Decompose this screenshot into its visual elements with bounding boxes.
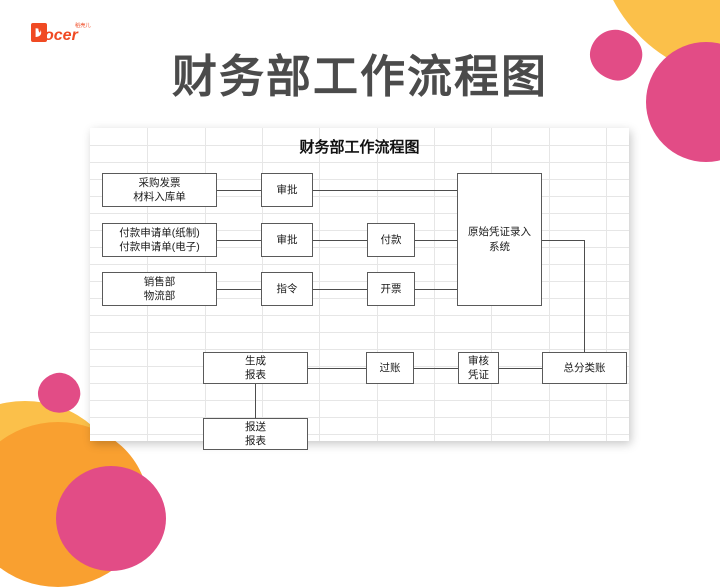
flow-connector — [415, 289, 457, 290]
grid-column-line — [606, 128, 607, 441]
flow-connector — [313, 240, 367, 241]
grid-row-line — [90, 366, 629, 367]
flow-connector — [542, 240, 584, 241]
flow-node[interactable]: 采购发票 材料入库单 — [102, 173, 217, 207]
grid-row-line — [90, 230, 629, 231]
logo-mark-icon — [31, 23, 47, 42]
grid-row-line — [90, 417, 629, 418]
grid-row-line — [90, 400, 629, 401]
flowchart-diagram: 采购发票 材料入库单审批付款申请单(纸制) 付款申请单(电子)审批付款销售部 物… — [90, 128, 629, 450]
grid-row-line — [90, 162, 629, 163]
grid-row-line — [90, 332, 629, 333]
flow-node[interactable]: 指令 — [261, 272, 313, 306]
flow-node[interactable]: 审批 — [261, 223, 313, 257]
grid-row-line — [90, 434, 629, 435]
flow-node[interactable]: 开票 — [367, 272, 415, 306]
grid-row-line — [90, 179, 629, 180]
decor-pink-blob-bottom-left — [32, 367, 86, 419]
flow-connector — [499, 368, 542, 369]
logo-wordmark: ocer — [44, 27, 79, 44]
grid-row-line — [90, 315, 629, 316]
grid-row-line — [90, 383, 629, 384]
grid-column-line — [434, 128, 435, 441]
flow-node[interactable]: 报送 报表 — [203, 418, 308, 450]
flow-connector — [308, 368, 366, 369]
flowchart-sheet-panel: 财务部工作流程图 采购发票 材料入库单审批付款申请单(纸制) 付款申请单(电子)… — [90, 128, 629, 450]
docer-logo: ocer 稻壳儿 — [31, 20, 103, 46]
flow-node[interactable]: 生成 报表 — [203, 352, 308, 384]
grid-row-line — [90, 213, 629, 214]
flow-node[interactable]: 付款 — [367, 223, 415, 257]
flow-connector — [414, 368, 458, 369]
sheet-title: 财务部工作流程图 — [299, 139, 420, 156]
page-title: 财务部工作流程图 — [171, 51, 548, 102]
flow-connector — [217, 289, 261, 290]
grid-column-line — [319, 128, 320, 441]
flow-connector — [415, 240, 457, 241]
grid-row-line — [90, 247, 629, 248]
flow-connector — [217, 240, 261, 241]
decor-pink-circle-bottom-left — [56, 466, 166, 571]
flow-node[interactable]: 审核 凭证 — [458, 352, 499, 384]
flow-node[interactable]: 销售部 物流部 — [102, 272, 217, 306]
grid-column-line — [549, 128, 550, 441]
decor-orange-shape-bottom-left — [0, 422, 148, 587]
flow-connector — [217, 190, 261, 191]
flow-node[interactable]: 过账 — [366, 352, 414, 384]
flow-node[interactable]: 总分类账 — [542, 352, 627, 384]
flow-node[interactable]: 审批 — [261, 173, 313, 207]
grid-row-line — [90, 264, 629, 265]
grid-row-line — [90, 145, 629, 146]
grid-row-line — [90, 196, 629, 197]
flow-connector — [255, 384, 256, 418]
logo-cn-text: 稻壳儿 — [75, 21, 91, 29]
flow-connector — [313, 190, 457, 191]
flow-connector — [584, 240, 585, 368]
flow-node[interactable]: 付款申请单(纸制) 付款申请单(电子) — [102, 223, 217, 257]
grid-row-line — [90, 349, 629, 350]
flow-node[interactable]: 原始凭证录入 系统 — [457, 173, 542, 306]
grid-row-line — [90, 298, 629, 299]
flow-connector — [313, 289, 367, 290]
grid-row-line — [90, 281, 629, 282]
